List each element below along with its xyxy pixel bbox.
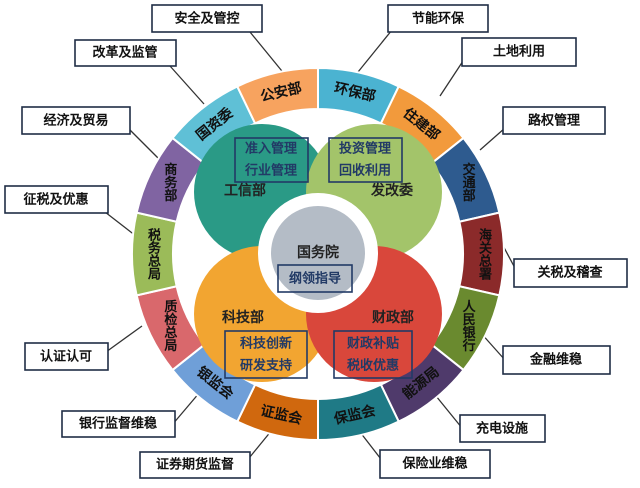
ring-segment-label: 海关总署: [476, 227, 492, 281]
department-ring: 环保部住建部交通部海关总署人民银行能源局保监会证监会银监会质检总局税务总局商务部…: [130, 66, 506, 442]
role-text: 研发支持: [240, 358, 292, 374]
callout-text: 关税及稽查: [537, 265, 603, 281]
role-text: 准入管理: [245, 141, 297, 157]
callout-text: 改革及监管: [92, 45, 157, 61]
role-box-most: 科技创新 研发支持: [224, 330, 308, 379]
callout-zhengshui: 征税及优惠: [4, 185, 109, 214]
role-box-ndrc: 投资管理 回收利用: [328, 137, 403, 183]
callout-gaige: 改革及监管: [74, 39, 177, 67]
callout-jingji: 经济及贸易: [21, 106, 131, 135]
callout-text: 节能环保: [412, 11, 465, 27]
callout-text: 充电设施: [476, 421, 528, 437]
ring-segment-label: 商务部: [161, 162, 177, 203]
callout-jieneng: 节能环保: [387, 4, 489, 33]
role-text: 纲领指导: [289, 271, 341, 287]
center-label: 国务院: [297, 244, 339, 261]
callout-text: 证券期货监督: [156, 457, 234, 473]
callout-tudi: 土地利用: [461, 37, 577, 67]
callout-renzheng: 认证认可: [24, 342, 109, 371]
quadrant-label-miit: 工信部: [224, 182, 266, 199]
role-box-mof: 财政补贴 税收优惠: [333, 330, 413, 379]
callout-baoxian: 保险业维稳: [379, 449, 491, 479]
ring-segment-label: 质检总局: [161, 299, 177, 353]
center-circle: [271, 206, 365, 300]
callout-chongdian: 充电设施: [459, 414, 546, 443]
callout-jinrong: 金融维稳: [502, 345, 611, 375]
quadrant-label-ndrc: 发改委: [370, 182, 413, 199]
callout-text: 银行监督维稳: [79, 416, 157, 432]
callout-text: 路权管理: [528, 113, 580, 129]
role-text: 回收利用: [339, 163, 391, 179]
role-text: 科技创新: [240, 336, 292, 352]
quadrant-label-mof: 财政部: [371, 309, 414, 326]
callout-text: 征税及优惠: [23, 192, 88, 208]
callout-text: 土地利用: [493, 44, 545, 60]
callout-zhengquan: 证券期货监督: [139, 451, 251, 479]
callout-text: 保险业维稳: [401, 456, 467, 472]
ring-segment: [235, 66, 319, 125]
callout-guanshui: 关税及稽查: [513, 258, 628, 288]
quadrant-blobs: [194, 124, 442, 382]
role-text: 行业管理: [244, 163, 297, 179]
role-box-miit: 准入管理 行业管理: [234, 137, 309, 183]
role-box-center: 纲领指导: [277, 264, 353, 293]
ring-segment-label: 税务总局: [145, 227, 161, 281]
ring-segment-label: 人民银行: [460, 299, 477, 353]
callout-luquan: 路权管理: [502, 106, 606, 135]
ring-segment-label: 交通部: [460, 162, 476, 203]
callout-text: 金融维稳: [529, 352, 582, 368]
callout-text: 经济及贸易: [43, 113, 108, 129]
callout-text: 安全及管控: [174, 11, 239, 27]
role-text: 投资管理: [339, 141, 391, 157]
role-text: 税收优惠: [347, 358, 399, 374]
role-text: 财政补贴: [347, 336, 399, 352]
callout-text: 认证认可: [40, 349, 92, 365]
callout-anquan: 安全及管控: [151, 4, 263, 33]
callout-yinhang: 银行监督维稳: [61, 410, 176, 438]
quadrant-label-most: 科技部: [222, 309, 264, 326]
